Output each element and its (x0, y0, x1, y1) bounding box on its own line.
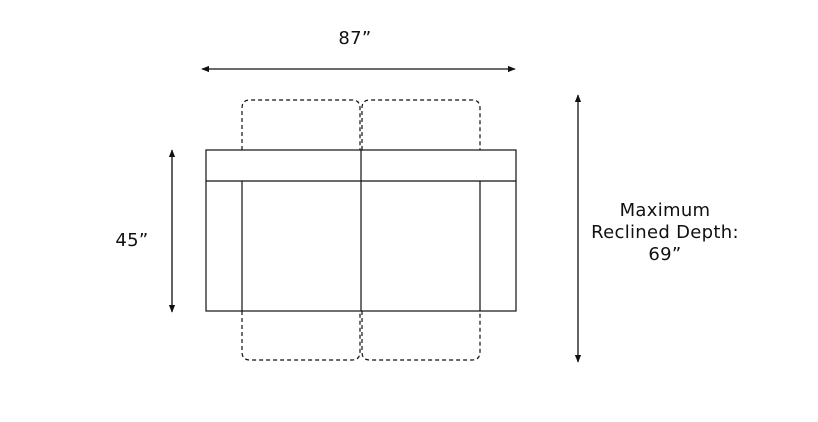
width-dimension-label: 87” (338, 28, 372, 49)
reclined-headrest-right (361, 99, 481, 150)
reclined-headrest-left (241, 99, 361, 150)
reclined-depth-label: Maximum Reclined Depth: 69” (580, 200, 750, 266)
reclined-footrest-left (241, 311, 361, 361)
reclined-depth-line-3: 69” (648, 244, 682, 265)
reclined-depth-line-1: Maximum (619, 200, 711, 221)
depth-dimension-label: 45” (115, 230, 149, 251)
reclined-footrest-right (361, 311, 481, 361)
reclined-depth-line-2: Reclined Depth: (591, 222, 739, 243)
